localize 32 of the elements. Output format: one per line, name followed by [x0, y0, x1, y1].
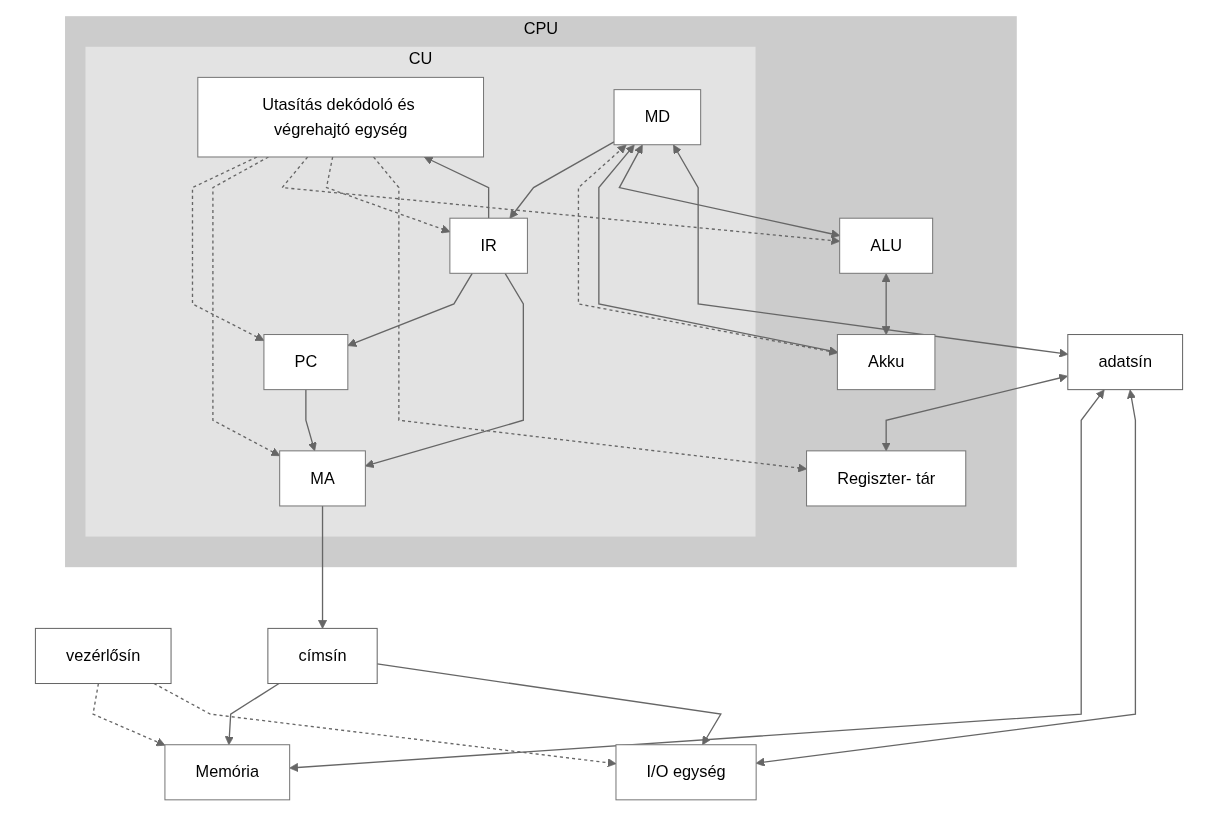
arrow: [881, 273, 891, 335]
node-box: Utasítás dekódoló és végrehajtó egység: [196, 76, 484, 158]
node-box: Memória: [163, 744, 290, 801]
node-box: MA: [278, 450, 366, 507]
arrow: [317, 505, 327, 629]
arrow: [91, 682, 165, 747]
arrow: [364, 272, 524, 469]
node-box: ALU: [838, 217, 933, 274]
arrow: [881, 373, 1068, 452]
node-box: Regiszter- tár: [805, 450, 966, 507]
arrow: [325, 156, 450, 234]
node-box: PC: [262, 334, 348, 391]
arrow: [211, 156, 280, 457]
arrow: [423, 156, 489, 219]
arrow: [191, 156, 264, 341]
node-box: címsín: [266, 627, 378, 684]
node-box: IR: [448, 217, 528, 274]
arrow: [617, 144, 840, 239]
node-box: MD: [613, 89, 701, 146]
arrow: [152, 682, 616, 768]
arrow: [280, 156, 840, 245]
node-box: vezérlősín: [34, 627, 172, 684]
arrow: [224, 682, 280, 746]
node-box: adatsín: [1066, 334, 1183, 391]
node-box: I/O egység: [614, 744, 757, 801]
arrow: [509, 141, 615, 219]
node-box: Akku: [836, 334, 935, 391]
arrow: [755, 389, 1136, 767]
arrow: [304, 388, 317, 452]
arrow: [376, 663, 722, 746]
arrow: [372, 156, 807, 473]
arrow: [672, 144, 1068, 358]
